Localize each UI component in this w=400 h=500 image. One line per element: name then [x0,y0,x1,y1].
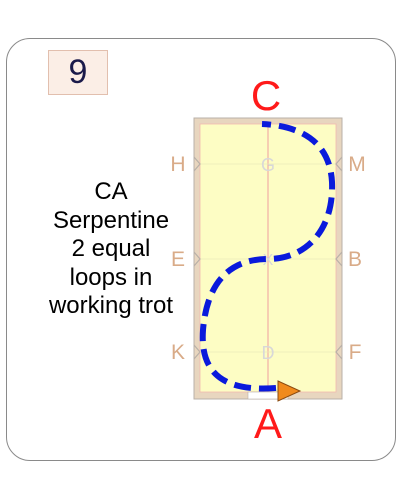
test-number-box: 9 [48,50,108,95]
marker-c: C [251,72,281,119]
serpentine-path [199,121,336,392]
marker-h: H [170,153,185,176]
test-number: 9 [68,53,88,91]
marker-b: B [348,248,362,271]
tick-b [335,251,343,267]
marker-a: A [254,400,282,447]
tick-e [193,251,201,267]
marker-k: K [171,341,185,364]
tick-k [193,344,201,360]
orange-triangle-arrow-icon [277,380,302,402]
tick-m [335,156,343,172]
marker-e: E [171,248,185,271]
marker-g: G [261,155,275,175]
movement-description: CA Serpentine 2 equal loops in working t… [30,178,192,321]
description-line-1: CA [94,178,128,205]
description-line-5: working trot [48,292,174,319]
marker-m: M [348,153,366,176]
description-line-4: loops in [69,263,153,291]
marker-x: X [263,252,274,269]
tick-f [335,344,343,360]
tick-h [193,156,201,172]
marker-f: F [349,341,362,364]
description-line-3: 2 equal [71,235,151,262]
description-line-2: Serpentine [52,206,170,234]
marker-d: D [262,343,275,363]
